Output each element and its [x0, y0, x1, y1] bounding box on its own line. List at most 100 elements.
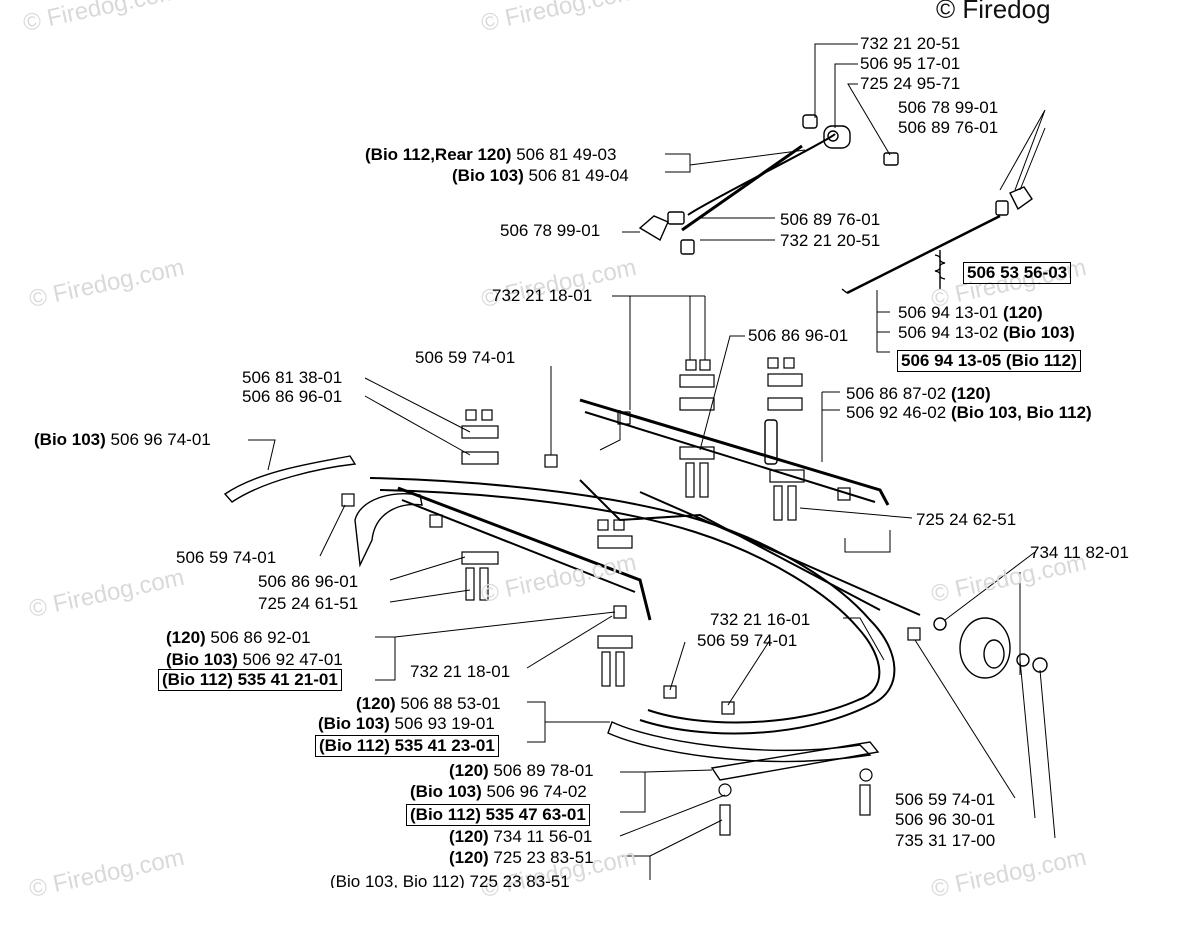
part-number: 506 59 74-01: [176, 548, 277, 567]
model-prefix: (Bio 103): [318, 714, 390, 733]
model-prefix: (120): [449, 761, 489, 780]
part-label: 732 21 20-51: [780, 231, 880, 251]
model-prefix: (Bio 103): [34, 430, 106, 449]
part-number: 732 21 20-51: [780, 231, 881, 250]
part-number: 506 81 49-04: [528, 166, 629, 185]
part-number: 725 23 83-51: [493, 848, 594, 867]
part-label: (120) 506 86 92-01: [166, 628, 311, 648]
part-label: (Bio 112) 535 47 63-01: [406, 804, 590, 826]
part-label: (120) 506 89 78-01: [449, 761, 594, 781]
part-label: 732 21 20-51: [860, 34, 960, 54]
part-label: (120) 506 88 53-01: [356, 694, 501, 714]
part-label: (Bio 103) 506 93 19-01: [318, 714, 495, 734]
part-label: 506 94 13-01 (120): [898, 303, 1043, 323]
part-number: 506 96 30-01: [895, 810, 996, 829]
part-number: 506 89 76-01: [780, 210, 881, 229]
part-number: 506 89 76-01: [898, 118, 999, 137]
part-number: 725 24 95-71: [860, 74, 961, 93]
part-label: 725 24 95-71: [860, 74, 960, 94]
part-number: 732 21 18-01: [492, 286, 593, 305]
part-label: 734 11 82-01: [1030, 543, 1129, 563]
part-label: 506 89 76-01: [780, 210, 880, 230]
model-suffix: (Bio 103, Bio 112): [950, 403, 1092, 422]
part-number: 725 24 62-51: [916, 510, 1017, 529]
part-label: (120) 725 23 83-51: [449, 848, 594, 868]
model-prefix: (120): [356, 694, 396, 713]
part-number: 506 53 56-03: [967, 263, 1068, 282]
part-label: 506 53 56-03: [963, 262, 1072, 284]
part-label: 725 24 62-51: [916, 510, 1016, 530]
part-number: 732 21 18-01: [410, 662, 511, 681]
model-suffix: (Bio 103): [1002, 323, 1075, 342]
part-number: 506 94 13-05 (Bio 112): [901, 351, 1077, 370]
part-label: 506 86 96-01: [748, 326, 848, 346]
part-number: 506 81 38-01: [242, 368, 343, 387]
part-label: 506 81 38-01: [242, 368, 342, 388]
part-number: 732 21 20-51: [860, 34, 961, 53]
part-number: 506 88 53-01: [400, 694, 501, 713]
model-prefix: (120): [449, 827, 489, 846]
part-label: 506 96 30-01: [895, 810, 995, 830]
part-label: 506 59 74-01: [697, 631, 797, 651]
part-label: 735 31 17-00: [895, 831, 995, 851]
part-label: 506 59 74-01: [895, 790, 995, 810]
part-number: 735 31 17-00: [895, 831, 996, 850]
part-label: 506 95 17-01: [860, 54, 960, 74]
part-number: 732 21 16-01: [710, 610, 811, 629]
part-label: (Bio 112) 535 41 21-01: [158, 669, 342, 691]
part-number: 725 24 61-51: [258, 594, 359, 613]
part-label: (Bio 103) 506 96 74-01: [34, 430, 211, 450]
model-suffix: (120): [950, 384, 991, 403]
part-label: 506 92 46-02 (Bio 103, Bio 112): [846, 403, 1092, 423]
part-number: 506 93 19-01: [394, 714, 495, 733]
part-number: 734 11 82-01: [1030, 543, 1129, 562]
part-label: 506 78 99-01: [898, 98, 998, 118]
model-suffix: (120): [1002, 303, 1043, 322]
part-number: 506 78 99-01: [500, 221, 601, 240]
part-number: 506 92 46-02: [846, 403, 947, 422]
part-number: 506 96 74-02: [486, 782, 587, 801]
part-number: 506 95 17-01: [860, 54, 961, 73]
part-label: (120) 734 11 56-01: [449, 827, 592, 847]
part-number: 734 11 56-01: [493, 827, 593, 846]
model-prefix: (Bio 112,Rear 120): [365, 145, 512, 164]
part-label: 506 59 74-01: [415, 348, 515, 368]
part-number: 506 81 49-03: [516, 145, 617, 164]
part-label: 506 86 87-02 (120): [846, 384, 991, 404]
model-prefix: (120): [449, 848, 489, 867]
part-label: (Bio 112) 535 41 23-01: [315, 735, 499, 757]
part-number: 506 86 92-01: [210, 628, 311, 647]
model-prefix: (Bio 103): [166, 650, 238, 669]
part-label: 732 21 18-01: [492, 286, 592, 306]
part-label: 506 89 76-01: [898, 118, 998, 138]
model-prefix: (Bio 103): [452, 166, 524, 185]
cut-off-label: (Bio 103, Bio 112) 725 23 83-51: [330, 872, 570, 888]
part-label: 732 21 16-01: [710, 610, 810, 630]
part-number: 506 94 13-01: [898, 303, 999, 322]
part-label: (Bio 103) 506 96 74-02: [410, 782, 587, 802]
part-number: (Bio 112) 535 41 21-01: [162, 670, 338, 689]
part-number: 506 86 87-02: [846, 384, 947, 403]
part-label: (Bio 112,Rear 120) 506 81 49-03: [365, 145, 616, 165]
part-number: 506 86 96-01: [242, 387, 343, 406]
part-number: 506 92 47-01: [242, 650, 343, 669]
part-label: (Bio 103) 506 92 47-01: [166, 650, 343, 670]
part-number: 506 96 74-01: [110, 430, 211, 449]
part-number: 506 86 96-01: [748, 326, 849, 345]
part-number: 506 59 74-01: [415, 348, 516, 367]
part-label: 506 86 96-01: [258, 572, 358, 592]
model-prefix: (Bio 103): [410, 782, 482, 801]
part-number: 506 89 78-01: [493, 761, 594, 780]
part-label: 506 59 74-01: [176, 548, 276, 568]
part-number: (Bio 112) 535 41 23-01: [319, 736, 495, 755]
part-label: 506 94 13-02 (Bio 103): [898, 323, 1075, 343]
part-number: 506 59 74-01: [895, 790, 996, 809]
part-label: (Bio 103) 506 81 49-04: [452, 166, 629, 186]
part-number: 506 94 13-02: [898, 323, 999, 342]
part-label: 732 21 18-01: [410, 662, 510, 682]
part-number: 506 86 96-01: [258, 572, 359, 591]
part-label: 506 94 13-05 (Bio 112): [897, 350, 1081, 372]
part-label: 506 86 96-01: [242, 387, 342, 407]
part-number: 506 59 74-01: [697, 631, 798, 650]
